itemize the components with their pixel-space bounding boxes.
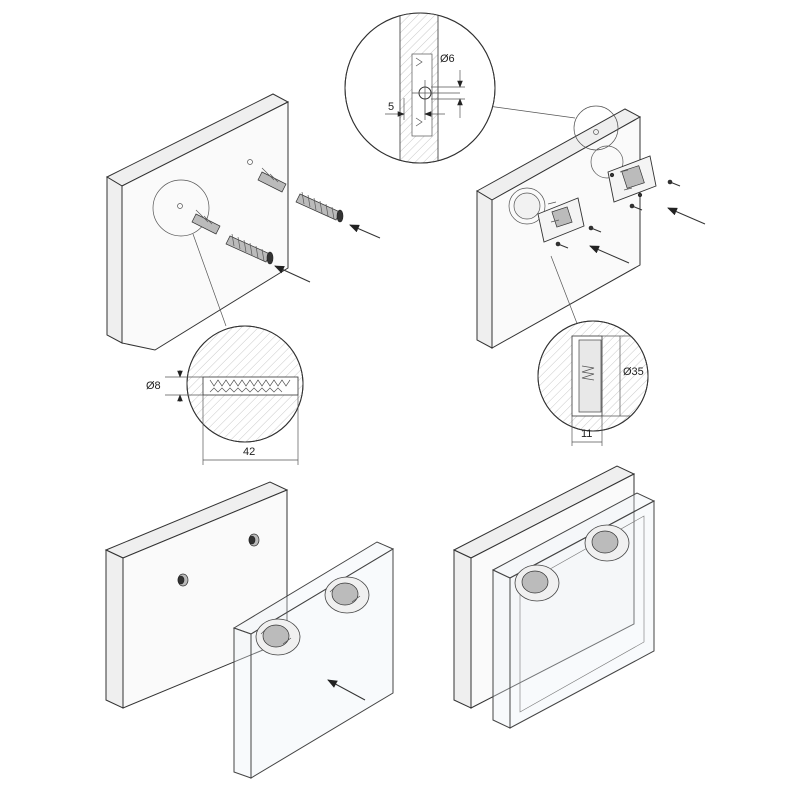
- glass-hinge-lower: [255, 618, 301, 656]
- insert-arrow-upper: [349, 224, 381, 239]
- detail-c-cup-section: [537, 320, 649, 432]
- mount-arrow: [327, 679, 366, 701]
- detail-a-dowel-section: [186, 325, 304, 443]
- detail-callout-circle: [152, 179, 210, 237]
- dimension-dia35: Ø35: [602, 335, 644, 417]
- step3-cabinet: [104, 481, 289, 709]
- screw-upper: [295, 191, 344, 223]
- dim-11-label: 11: [581, 428, 592, 440]
- assembled-hinge-lower: [514, 564, 560, 602]
- dim-5-label: 5: [388, 101, 394, 113]
- cup-hole-upper: [590, 145, 624, 179]
- step4-glass-door: [491, 492, 656, 729]
- dim-dia35-label: Ø35: [623, 366, 644, 378]
- dim-42-label: 42: [243, 446, 255, 458]
- dimension-dia8: Ø8: [146, 370, 203, 402]
- dim-dia6-label: Ø6: [440, 53, 455, 65]
- dimension-5: 5: [385, 98, 445, 120]
- step3-glass-door: [232, 541, 395, 779]
- insert-arrow-right-upper: [667, 207, 706, 225]
- dim-dia8-label: Ø8: [146, 380, 161, 392]
- mounted-dowel-lower: [177, 573, 189, 587]
- dowel-upper: [257, 167, 287, 193]
- hinge-plate-lower: [537, 197, 585, 243]
- cup-hole-lower: [508, 187, 546, 225]
- hinge-plate-upper: [607, 155, 657, 203]
- insert-arrow-lower: [274, 265, 311, 283]
- mounted-dowel-upper: [248, 533, 260, 547]
- dimension-11: 11: [571, 416, 603, 446]
- insert-arrow-right-lower: [589, 245, 630, 264]
- dimension-dia6: Ø6: [431, 53, 465, 118]
- detail-b-hole-section: [344, 12, 496, 164]
- screw-lower: [225, 233, 274, 265]
- glass-hinge-upper: [324, 576, 370, 614]
- small-screws: [555, 179, 681, 249]
- dowel-lower: [191, 209, 221, 235]
- assembled-hinge-upper: [584, 524, 630, 562]
- dimension-42: 42: [202, 395, 299, 465]
